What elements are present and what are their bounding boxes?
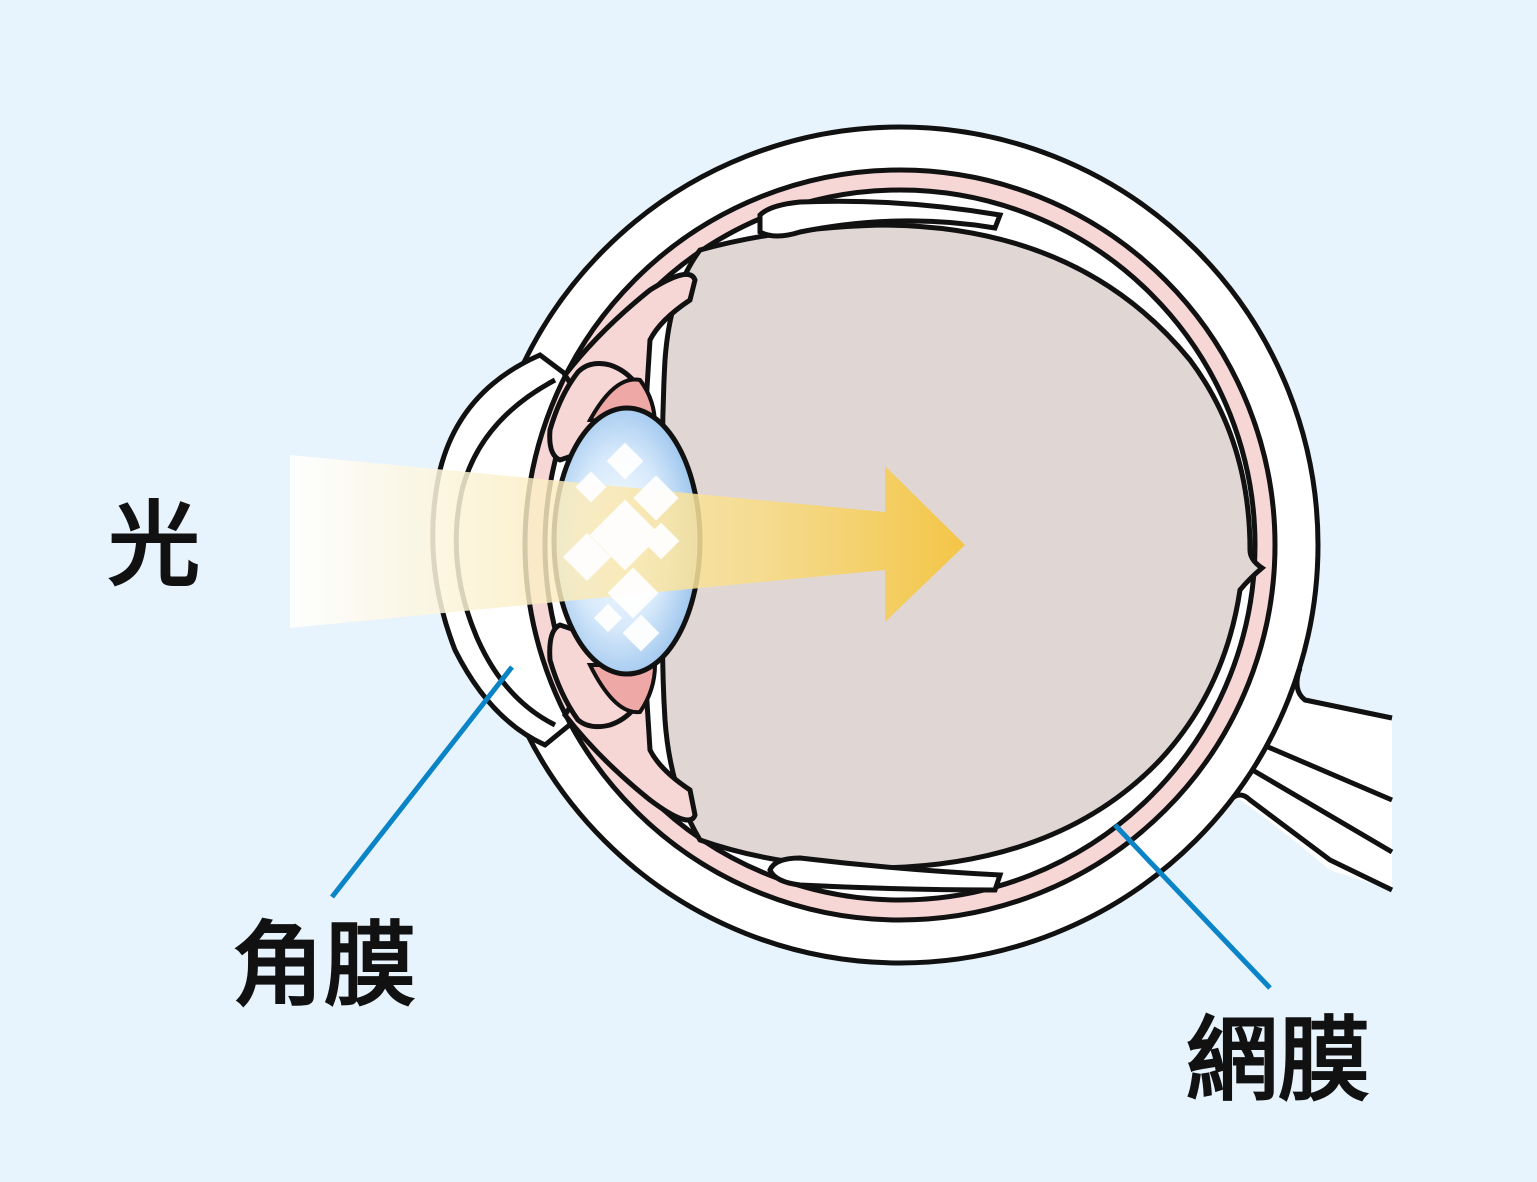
- cornea-label: 角膜: [232, 912, 417, 1019]
- iris-muscle-bottom: [586, 663, 658, 715]
- retina-leader-line: [1113, 823, 1272, 990]
- light-label: 光: [108, 492, 201, 599]
- retina-label: 網膜: [1186, 1007, 1371, 1114]
- cornea-leader-line: [330, 665, 514, 899]
- ciliary-fold-top: [757, 198, 1004, 239]
- ciliary-fold-bottom: [767, 855, 1004, 893]
